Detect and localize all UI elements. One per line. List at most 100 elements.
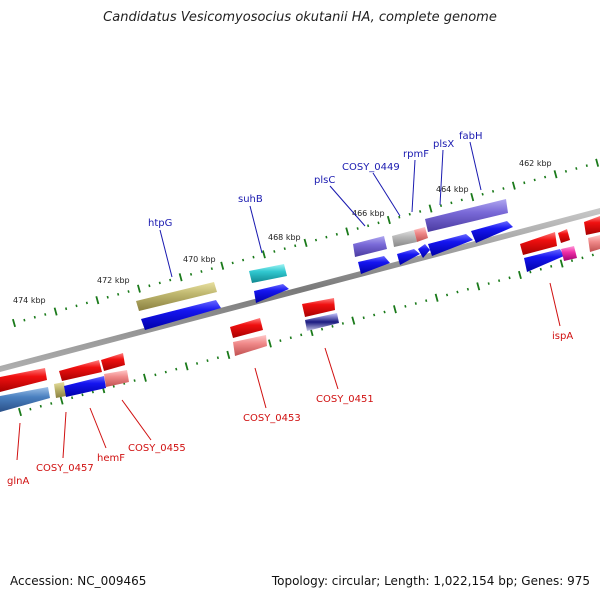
scale-label-468: 468 kbp	[268, 233, 301, 242]
scale-tick-bottom	[539, 267, 542, 271]
scale-tick-bottom	[331, 324, 334, 328]
scale-labels: 474 kbp 472 kbp 470 kbp 468 kbp 466 kbp …	[13, 159, 552, 305]
scale-label-472: 472 kbp	[97, 276, 130, 285]
scale-tick-top	[450, 201, 453, 205]
scale-tick-bottom	[362, 316, 365, 320]
scale-tick-bottom	[373, 313, 376, 317]
gene-rev-6	[520, 232, 557, 255]
gene-htpG-outer	[136, 282, 217, 311]
gene-rev-5	[302, 298, 335, 317]
scale-tick-top	[33, 315, 36, 319]
scale-track-top	[12, 158, 600, 328]
gene-hemF	[64, 376, 106, 397]
scale-tick-top	[117, 292, 120, 296]
scale-tick-bottom	[50, 402, 53, 405]
scale-tick-top	[553, 170, 558, 179]
scale-tick-top	[377, 221, 380, 225]
scale-tick-bottom	[456, 290, 459, 294]
scale-tick-bottom	[154, 373, 157, 377]
gene-fwd-2	[471, 221, 513, 243]
scale-tick-bottom	[184, 362, 189, 371]
scale-tick-top	[511, 181, 516, 190]
scale-tick-top	[65, 307, 68, 311]
scale-tick-top	[283, 247, 286, 251]
scale-tick-top	[148, 284, 151, 288]
scale-tick-top	[106, 295, 109, 299]
scale-tick-top	[564, 169, 568, 173]
scale-tick-top	[356, 227, 359, 230]
scale-tick-top	[470, 192, 475, 202]
scale-tick-bottom	[71, 396, 74, 400]
gene-COSY_0449	[392, 230, 417, 247]
scale-tick-top	[210, 267, 213, 271]
scale-tick-top	[137, 284, 141, 293]
gene-plsX	[397, 249, 420, 265]
scale-tick-bottom	[487, 282, 490, 285]
scale-tick-bottom	[570, 259, 574, 263]
scale-tick-bottom	[581, 256, 584, 260]
scale-label-464: 464 kbp	[436, 185, 469, 194]
scale-tick-top	[345, 227, 350, 236]
gene-label-htpG: htpG	[148, 218, 172, 229]
scale-tick-top	[595, 158, 600, 167]
scale-tick-top	[491, 189, 495, 193]
scale-tick-bottom	[445, 293, 449, 297]
scale-tick-top	[242, 258, 245, 262]
gene-glnA	[0, 387, 50, 412]
scale-label-470: 470 kbp	[183, 255, 216, 264]
scale-tick-bottom	[559, 259, 564, 268]
scale-tick-top	[325, 235, 328, 239]
scale-tick-top	[439, 204, 443, 208]
scale-tick-bottom	[164, 370, 167, 374]
scale-tick-bottom	[351, 316, 356, 325]
genome-backbone	[0, 208, 600, 372]
scale-tick-bottom	[81, 393, 84, 397]
gene-suhB	[254, 284, 289, 303]
scale-tick-top	[200, 270, 203, 273]
gene-rev-4	[230, 318, 263, 338]
scale-tick-top	[53, 307, 58, 316]
scale-tick-bottom	[112, 384, 115, 388]
gene-COSY_0451	[305, 313, 339, 331]
scale-tick-bottom	[425, 299, 428, 303]
gene-label-hemF: hemF	[97, 453, 125, 464]
scale-tick-bottom	[18, 407, 22, 417]
scale-tick-top	[23, 318, 26, 322]
scale-tick-bottom	[39, 404, 42, 408]
scale-tick-top	[44, 313, 47, 316]
label-leaders	[16, 141, 561, 461]
scale-tick-top	[386, 215, 391, 225]
scale-tick-bottom	[476, 282, 481, 291]
gene-plsC	[358, 256, 390, 274]
scale-tick-bottom	[268, 339, 272, 348]
scale-tick-bottom	[518, 270, 522, 280]
scale-tick-top	[408, 212, 411, 216]
scale-tick-top	[533, 178, 536, 182]
scale-tick-top	[231, 261, 234, 265]
scale-tick-top	[273, 250, 276, 253]
scale-tick-bottom	[279, 339, 282, 343]
gene-label-fabH: fabH	[459, 131, 483, 142]
gene-label-ispA: ispA	[552, 331, 573, 342]
scale-tick-bottom	[216, 356, 219, 360]
scale-tick-bottom	[414, 302, 417, 305]
scale-tick-top	[481, 192, 484, 196]
gene-label-COSY_0455: COSY_0455	[128, 443, 186, 454]
scale-tick-bottom	[466, 287, 469, 291]
scale-tick-top	[158, 281, 161, 285]
scale-tick-bottom	[300, 333, 303, 337]
gene-rev-small	[558, 229, 570, 243]
scale-tick-top	[189, 272, 193, 276]
scale-label-466: 466 kbp	[352, 209, 385, 218]
gene-COSY_0453	[233, 335, 267, 356]
scale-tick-bottom	[434, 293, 439, 302]
scale-tick-bottom	[133, 379, 136, 382]
scale-tick-top	[585, 164, 588, 168]
gene-COSY_0455	[104, 370, 129, 387]
scale-label-474: 474 kbp	[13, 296, 46, 305]
gene-label-COSY_0453: COSY_0453	[243, 413, 301, 424]
reverse-genes	[0, 216, 600, 412]
forward-genes	[136, 199, 577, 330]
scale-tick-top	[428, 204, 433, 213]
scale-tick-top	[220, 261, 225, 270]
